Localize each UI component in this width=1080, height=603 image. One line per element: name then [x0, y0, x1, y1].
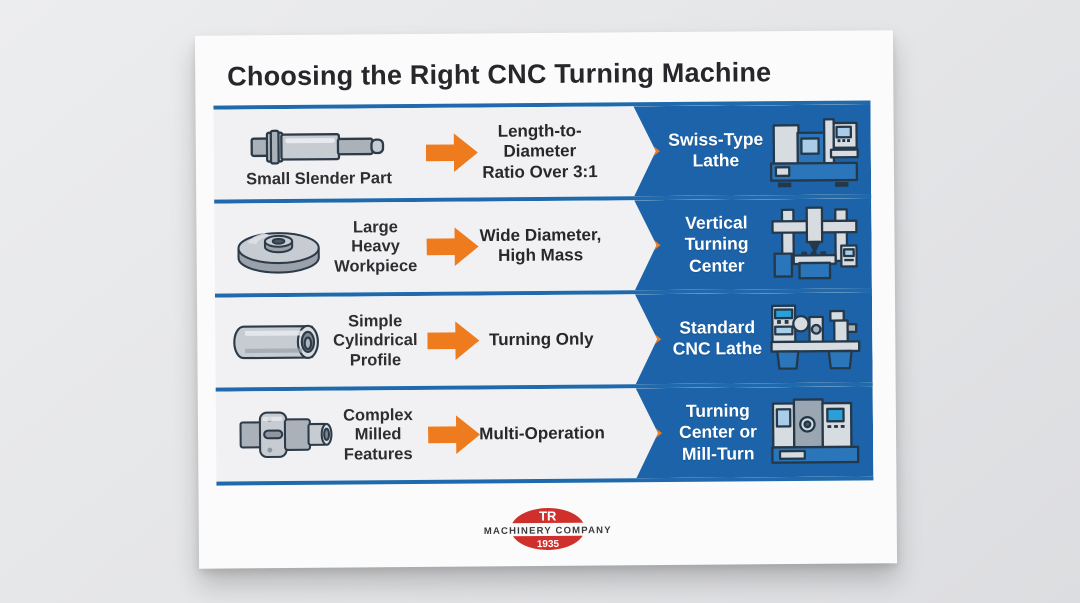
mill-turn-center-icon — [767, 391, 866, 472]
cylinder-icon — [233, 324, 319, 360]
slender-shaft-icon — [250, 129, 385, 165]
table-row: Simple Cylindrical Profile Turning Only … — [214, 292, 873, 392]
logo-company-name: MACHINERY COMPANY — [484, 525, 612, 537]
table-row: Large Heavy Workpiece Wide Diameter, Hig… — [214, 198, 872, 298]
table-row: Complex Milled Features Multi-Operation … — [215, 386, 874, 486]
part-cell: Small Slender Part — [213, 108, 424, 200]
criteria-text: Turning Only — [488, 329, 594, 350]
machine-cell: Vertical Turning Center — [634, 198, 872, 290]
criteria-text: Wide Diameter, High Mass — [479, 225, 602, 266]
heavy-disc-icon — [237, 232, 321, 274]
machine-cell: Standard CNC Lathe — [635, 292, 873, 384]
logo-monogram: TR — [539, 508, 557, 523]
page-title: Choosing the Right CNC Turning Machine — [227, 57, 772, 92]
standard-cnc-lathe-icon — [766, 298, 865, 379]
tr-machinery-logo-icon: TR MACHINERY COMPANY 1935 — [480, 507, 615, 550]
machine-cell: Turning Center or Mill-Turn — [636, 386, 874, 478]
criteria-text: Length-to-Diameter Ratio Over 3:1 — [482, 121, 598, 182]
part-cell: Complex Milled Features — [216, 390, 427, 482]
machine-label: Turning Center or Mill-Turn — [679, 400, 758, 464]
part-cell: Large Heavy Workpiece — [214, 202, 425, 294]
company-logo: TR MACHINERY COMPANY 1935 — [199, 502, 897, 559]
criteria-text: Multi-Operation — [479, 423, 605, 444]
part-label: Small Slender Part — [246, 169, 393, 189]
vertical-turning-center-icon — [765, 204, 864, 285]
table-row: Small Slender Part Length-to-Diameter Ra… — [213, 104, 872, 204]
machine-label: Swiss-Type Lathe — [668, 128, 764, 171]
complex-milled-part-icon — [239, 411, 333, 459]
infographic-poster: Choosing the Right CNC Turning Machine — [194, 30, 898, 569]
swiss-type-lathe-icon — [765, 110, 864, 191]
decision-table: Small Slender Part Length-to-Diameter Ra… — [213, 100, 874, 486]
part-label: Complex Milled Features — [342, 405, 413, 464]
part-cell: Simple Cylindrical Profile — [215, 296, 426, 388]
part-label: Large Heavy Workpiece — [334, 217, 418, 276]
machine-label: Standard CNC Lathe — [672, 317, 763, 360]
machine-label: Vertical Turning Center — [684, 212, 749, 276]
logo-year: 1935 — [537, 539, 560, 550]
part-label: Simple Cylindrical Profile — [333, 311, 418, 370]
poster-content: Choosing the Right CNC Turning Machine — [195, 30, 897, 568]
machine-cell: Swiss-Type Lathe — [633, 104, 871, 196]
